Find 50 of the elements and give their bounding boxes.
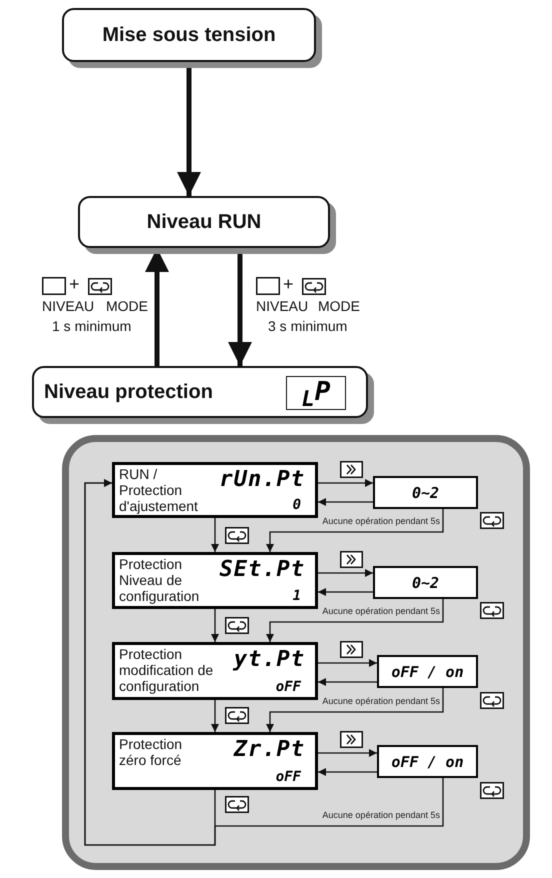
arrow: [318, 479, 373, 487]
key-caption: NIVEAU: [256, 298, 308, 314]
segment-display: $_{L}$P: [286, 376, 346, 410]
edge-label: Aucune opération pendant 5s: [321, 810, 441, 820]
parameter-display-box: [112, 642, 318, 700]
duration-note: 1 s minimum: [52, 318, 132, 334]
display-code: SEt.Pt: [220, 558, 305, 582]
parameter-display-box: [112, 462, 318, 518]
setting-range-box: 0~2: [373, 476, 478, 509]
arrow: [266, 599, 444, 642]
arrow: [211, 518, 219, 552]
arrow: [318, 749, 377, 757]
parameter-name: Protection Niveau de configuration: [119, 556, 200, 604]
parameter-name: RUN / Protection d'ajustement: [119, 466, 199, 514]
parameter-display-box: [112, 732, 318, 790]
display-code: Zr.Pt: [234, 738, 305, 762]
plus-sign: +: [283, 274, 294, 295]
arrow: [318, 498, 373, 506]
setting-range-box: oFF / on: [377, 745, 478, 778]
rounded-panel: [62, 435, 530, 870]
display-value: oFF: [276, 679, 301, 695]
level-title: Niveau protection: [44, 380, 213, 404]
edge-label: Aucune opération pendant 5s: [321, 696, 441, 706]
arrow: [318, 768, 377, 776]
arrow: [318, 678, 377, 686]
arrow: [318, 659, 377, 667]
arrow: [318, 588, 373, 596]
plus-sign: +: [69, 274, 80, 295]
arrow: [318, 569, 373, 577]
display-code: rUn.Pt: [220, 468, 305, 492]
display-value: 1: [292, 588, 301, 604]
edge-label: Aucune opération pendant 5s: [321, 516, 441, 526]
display-code: yt.Pt: [234, 648, 305, 672]
arrow: [84, 479, 444, 846]
parameter-name: Protection modification de configuration: [119, 646, 214, 694]
key-caption: MODE: [106, 298, 148, 314]
duration-note: 3 s minimum: [268, 318, 348, 334]
setting-range-box: oFF / on: [377, 655, 478, 688]
display-value: 0: [292, 497, 301, 513]
key-caption: NIVEAU: [42, 298, 94, 314]
arrow: [211, 700, 219, 732]
edge-label: Aucune opération pendant 5s: [321, 606, 441, 616]
arrow: [266, 509, 444, 552]
setting-range-box: 0~2: [373, 566, 478, 599]
key-caption: MODE: [318, 298, 360, 314]
display-value: oFF: [276, 769, 301, 785]
arrow: [211, 609, 219, 642]
parameter-name: Protection zéro forcé: [119, 736, 184, 768]
arrow: [266, 688, 444, 732]
parameter-display-box: [112, 552, 318, 609]
